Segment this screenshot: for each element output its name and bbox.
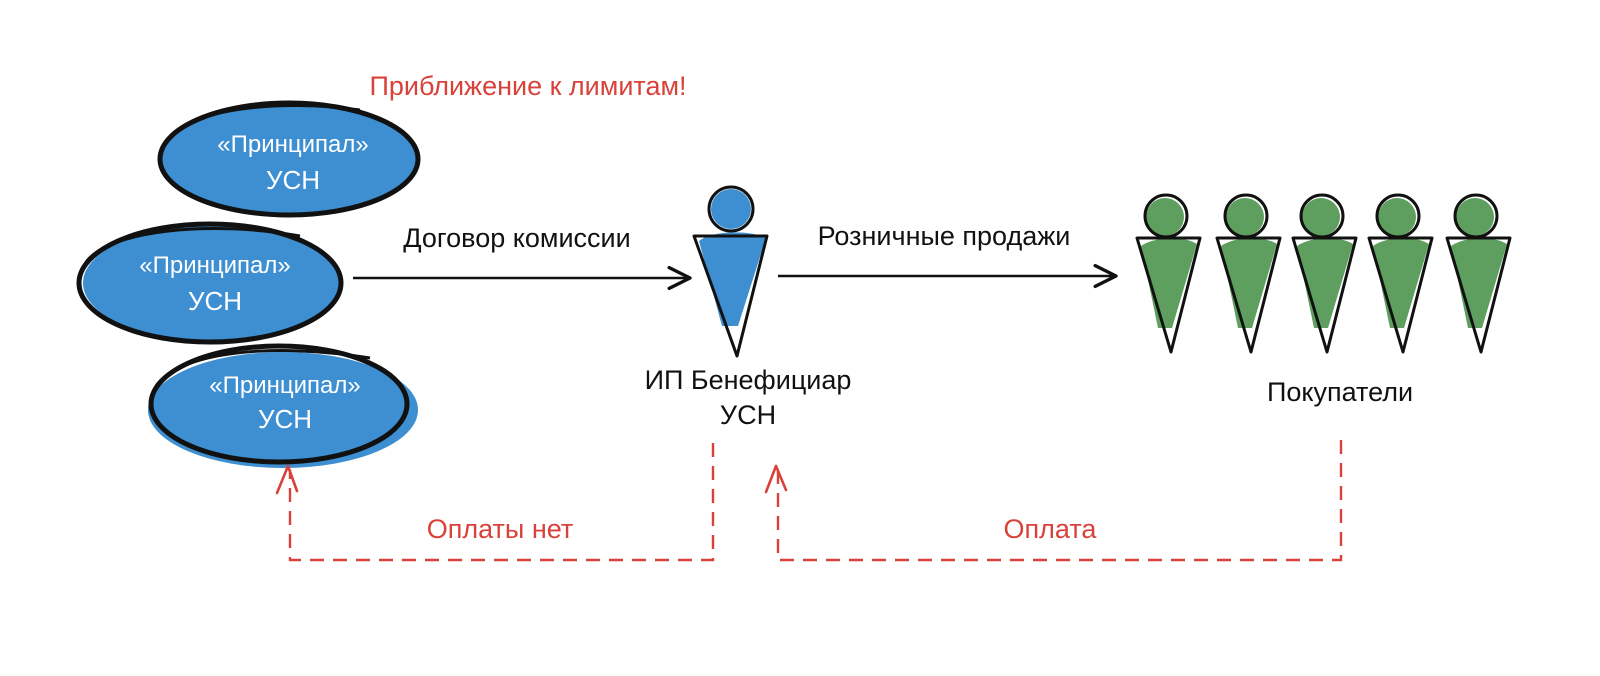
buyer-icon-2 <box>1215 193 1282 354</box>
no-payment-arrowhead <box>275 464 299 495</box>
buyer-icon-4 <box>1367 193 1434 354</box>
buyer-icon-3 <box>1291 193 1358 354</box>
principal-1-title: «Принципал» <box>217 131 368 158</box>
principal-3-title: «Принципал» <box>209 372 360 399</box>
principal-1-regime: УСН <box>266 165 320 195</box>
beneficiary-icon <box>692 185 769 358</box>
retail-label: Розничные продажи <box>818 221 1071 251</box>
limits-warning: Приближение к лимитам! <box>369 71 686 101</box>
no-payment-flow-line <box>288 443 715 562</box>
contract-label: Договор комиссии <box>403 223 630 253</box>
principal-2-regime: УСН <box>188 286 242 316</box>
principal-3-regime: УСН <box>258 404 312 434</box>
no-payment-label: Оплаты нет <box>427 514 573 544</box>
principal-node-2: «Принципал» УСН <box>76 221 344 345</box>
principal-2-title: «Принципал» <box>139 252 290 279</box>
beneficiary-regime: УСН <box>720 400 776 430</box>
payment-arrowhead <box>764 464 788 494</box>
beneficiary-name: ИП Бенефициар <box>645 365 852 395</box>
payment-flow-line <box>776 440 1343 562</box>
buyer-icon-1 <box>1135 193 1202 354</box>
principal-node-3: «Принципал» УСН <box>148 343 418 468</box>
buyer-icon-5 <box>1445 193 1512 354</box>
buyers-label: Покупатели <box>1267 377 1413 407</box>
principal-node-1: «Принципал» УСН <box>157 100 421 218</box>
payment-label: Оплата <box>1004 514 1098 544</box>
